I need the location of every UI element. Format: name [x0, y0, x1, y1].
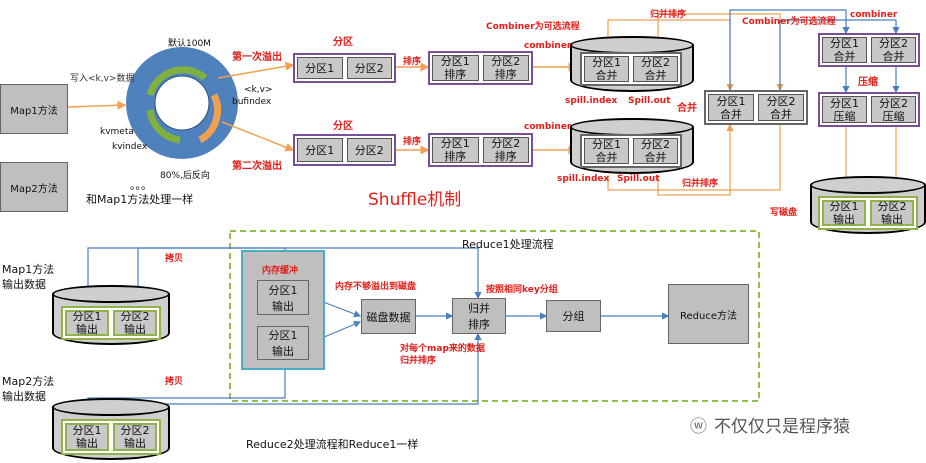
copy-label-1: 拷贝 [165, 254, 184, 264]
partition-label-2: 分区 [333, 121, 353, 132]
partition-label-1: 分区 [333, 37, 353, 48]
dots-label: 。。。 [130, 179, 152, 192]
reduce-method-box: Reduce方法 [668, 284, 749, 344]
second-spill-label: 第二次溢出 [232, 161, 282, 172]
map1-method-box: Map1方法 [0, 84, 68, 134]
reduce2-same-label: Reduce2处理流程和Reduce1一样 [246, 438, 419, 451]
map2-output-data-label: Map2方法输出数据 [2, 375, 55, 403]
disk-data-box: 磁盘数据 [361, 299, 416, 334]
spill-out-label-2: Spill.out [617, 174, 660, 184]
merge-sort-box: 归并排序 [452, 298, 506, 334]
reverse-80-label: 80%,后反向 [160, 171, 210, 181]
spill1-p2: 分区2 [346, 57, 392, 79]
combiner-optional-label-2: Combiner为可选流程 [742, 17, 836, 27]
reduce1-flow-label: Reduce1处理流程 [462, 238, 554, 251]
map1-output-data-label: Map1方法输出数据 [2, 263, 55, 291]
first-spill-label: 第一次溢出 [232, 52, 282, 63]
watermark-icon: ⓦ [690, 417, 707, 437]
mem-spill-label: 内存不够溢出到磁盘 [335, 282, 417, 292]
spill2-p2: 分区2 [346, 138, 392, 162]
spill-index-label-1: spill.index [565, 96, 618, 106]
map2-same-label: 和Map1方法处理一样 [86, 193, 194, 206]
watermark-text: 不仅仅只是程序猿 [714, 417, 850, 437]
default-100m-label: 默认100M [168, 39, 211, 49]
copy-label-2: 拷贝 [165, 377, 184, 387]
map2-method-label: Map2方法 [10, 183, 58, 195]
kvmeta-label: kvmeta [100, 127, 134, 137]
each-map-merge-label: 对每个map来的数据归并排序 [400, 344, 485, 366]
combiner-label-2: combiner [524, 122, 572, 132]
reduce1-region [229, 230, 760, 402]
group-box: 分组 [546, 300, 601, 332]
spill2-p1: 分区1 [297, 138, 343, 162]
compress-label: 压缩 [858, 77, 878, 88]
spill1-p1: 分区1 [297, 57, 343, 79]
merge-sort-label-2: 归并排序 [682, 179, 719, 189]
combiner-optional-label-1: Combiner为可选流程 [486, 22, 580, 32]
spill-index-label-2: spill.index [557, 174, 610, 184]
sort-label-1: 排序 [403, 57, 422, 67]
map1-method-label: Map1方法 [10, 105, 58, 117]
bufindex-label: bufindex [232, 97, 272, 107]
group-key-label: 按照相同key分组 [486, 285, 558, 295]
orange-arc [198, 93, 222, 144]
combiner-label-3: combiner [850, 10, 898, 20]
merge-sort-label-1: 归并排序 [650, 10, 687, 20]
merge-label: 合并 [677, 103, 697, 114]
ring-buffer [126, 47, 238, 159]
spill-out-label-1: Spill.out [628, 96, 671, 106]
write-kv-label: 写入<k,v>数据 [70, 74, 135, 84]
spill1-partitions: 分区1 分区2 [293, 53, 396, 83]
shuffle-title: Shuffle机制 [368, 190, 462, 210]
write-disk-label: 写磁盘 [770, 208, 798, 218]
kv-tag-label: <k,v> [244, 85, 273, 95]
kvindex-label: kvindex [112, 142, 148, 152]
mem-buffer-label: 内存缓冲 [262, 266, 299, 276]
combiner-label-1: combiner [524, 41, 572, 51]
spill2-partitions: 分区1 分区2 [293, 134, 396, 166]
green-arc [146, 66, 208, 97]
sort-label-2: 排序 [403, 137, 422, 147]
map2-method-box: Map2方法 [0, 162, 68, 212]
